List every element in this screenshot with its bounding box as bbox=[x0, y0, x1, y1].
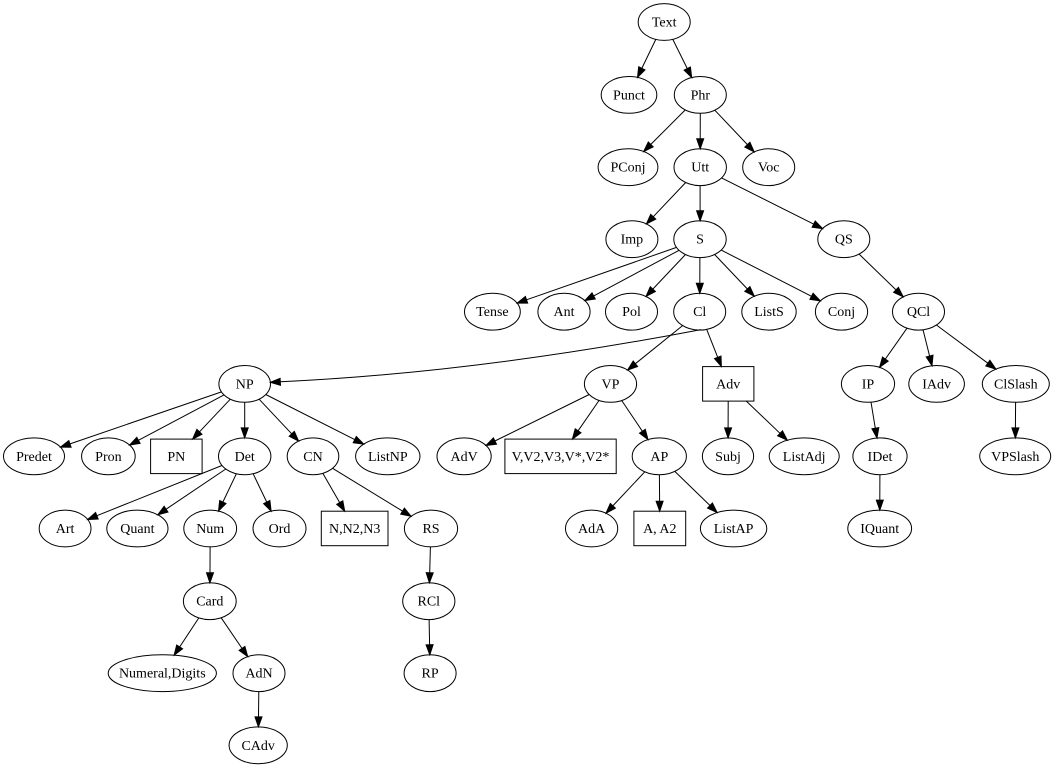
svg-text:Utt: Utt bbox=[691, 161, 709, 176]
svg-text:IDet: IDet bbox=[868, 450, 893, 465]
svg-text:Imp: Imp bbox=[621, 233, 644, 248]
svg-text:Adv: Adv bbox=[716, 377, 740, 392]
svg-text:PConj: PConj bbox=[610, 161, 645, 176]
svg-text:Subj: Subj bbox=[715, 450, 741, 465]
svg-text:VPSlash: VPSlash bbox=[991, 450, 1039, 465]
svg-text:VP: VP bbox=[602, 377, 620, 392]
svg-text:A, A2: A, A2 bbox=[643, 522, 676, 537]
svg-text:Num: Num bbox=[196, 522, 224, 537]
svg-text:NP: NP bbox=[236, 377, 254, 392]
svg-text:CN: CN bbox=[303, 450, 322, 465]
svg-text:Quant: Quant bbox=[120, 522, 154, 537]
svg-text:ListAP: ListAP bbox=[714, 522, 754, 537]
svg-text:AP: AP bbox=[650, 450, 668, 465]
svg-text:Conj: Conj bbox=[828, 305, 855, 320]
svg-text:Punct: Punct bbox=[613, 88, 645, 103]
svg-text:RCl: RCl bbox=[418, 595, 441, 610]
svg-text:Card: Card bbox=[196, 595, 223, 610]
svg-text:Predet: Predet bbox=[16, 450, 52, 465]
svg-text:CAdv: CAdv bbox=[241, 739, 274, 754]
svg-text:Art: Art bbox=[56, 522, 75, 537]
svg-text:Cl: Cl bbox=[693, 305, 706, 320]
svg-text:S: S bbox=[696, 233, 704, 248]
svg-text:Ant: Ant bbox=[554, 305, 575, 320]
svg-text:Pol: Pol bbox=[622, 305, 641, 320]
svg-text:AdA: AdA bbox=[578, 522, 606, 537]
svg-text:Tense: Tense bbox=[476, 305, 508, 320]
svg-text:Det: Det bbox=[235, 450, 255, 465]
svg-text:ListS: ListS bbox=[754, 305, 784, 320]
svg-text:PN: PN bbox=[167, 450, 185, 465]
svg-text:Voc: Voc bbox=[758, 161, 780, 176]
svg-text:Numeral,Digits: Numeral,Digits bbox=[119, 667, 206, 682]
svg-text:RS: RS bbox=[422, 522, 439, 537]
svg-text:ListNP: ListNP bbox=[368, 450, 408, 465]
svg-text:Ord: Ord bbox=[269, 522, 291, 537]
svg-text:IP: IP bbox=[862, 377, 875, 392]
svg-text:QCl: QCl bbox=[907, 305, 930, 320]
svg-text:IAdv: IAdv bbox=[922, 377, 951, 392]
svg-text:Pron: Pron bbox=[95, 450, 121, 465]
svg-text:N,N2,N3: N,N2,N3 bbox=[329, 522, 380, 537]
svg-text:Text: Text bbox=[652, 16, 677, 31]
svg-text:ClSlash: ClSlash bbox=[994, 377, 1038, 392]
svg-text:AdV: AdV bbox=[450, 450, 477, 465]
svg-text:V,V2,V3,V*,V2*: V,V2,V3,V*,V2* bbox=[512, 450, 610, 465]
svg-text:Phr: Phr bbox=[691, 88, 711, 103]
svg-text:QS: QS bbox=[835, 233, 853, 248]
svg-text:IQuant: IQuant bbox=[860, 522, 899, 537]
svg-text:ListAdj: ListAdj bbox=[783, 450, 826, 465]
svg-text:AdN: AdN bbox=[245, 667, 272, 682]
svg-text:RP: RP bbox=[422, 667, 439, 682]
